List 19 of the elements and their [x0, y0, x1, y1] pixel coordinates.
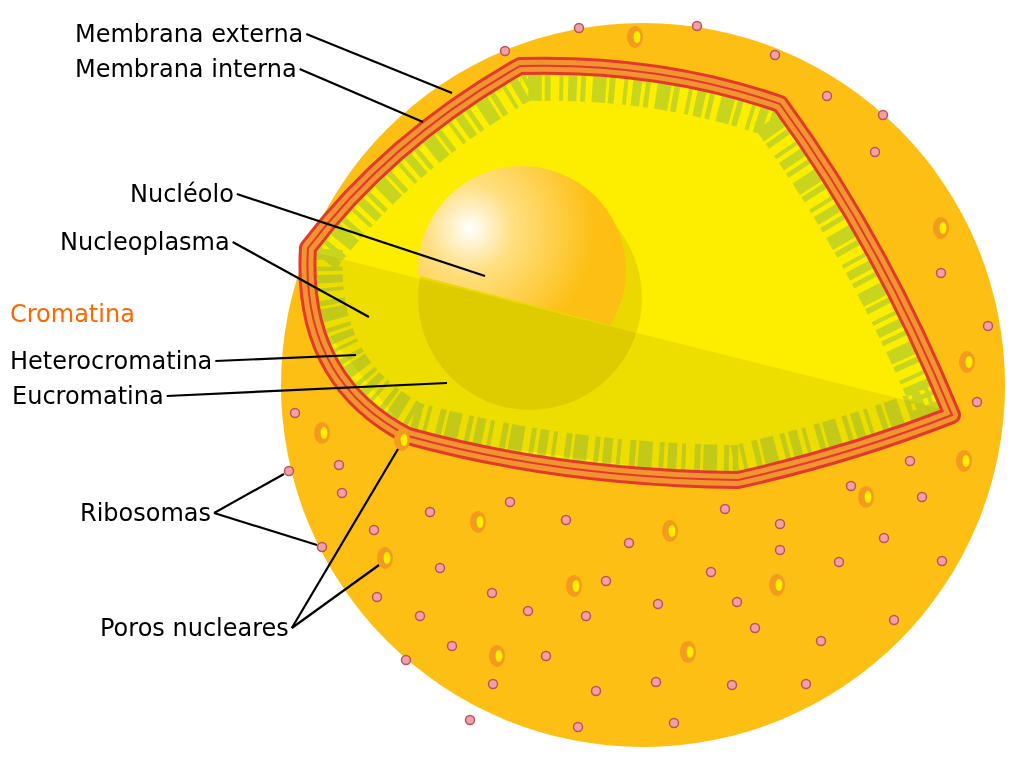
part-label: Membrana externa: [75, 20, 304, 48]
leader-line: [232, 241, 370, 318]
part-label: Membrana interna: [75, 55, 297, 83]
leader-line: [236, 192, 486, 278]
leader-line: [213, 511, 318, 547]
part-label: Nucleoplasma: [60, 228, 230, 256]
part-label: Heterocromatina: [10, 347, 213, 375]
leader-line: [215, 353, 357, 363]
part-label: Nucléolo: [130, 180, 234, 208]
category-label: Cromatina: [10, 300, 135, 328]
leader-line: [291, 564, 380, 629]
leader-line: [213, 473, 285, 514]
leader-line: [305, 32, 453, 95]
part-label: Poros nucleares: [100, 614, 289, 642]
leader-line: [166, 381, 448, 398]
leader-line: [299, 68, 424, 123]
part-label: Ribosomas: [80, 499, 212, 527]
part-label: Eucromatina: [12, 382, 164, 410]
leader-line: [290, 448, 399, 629]
